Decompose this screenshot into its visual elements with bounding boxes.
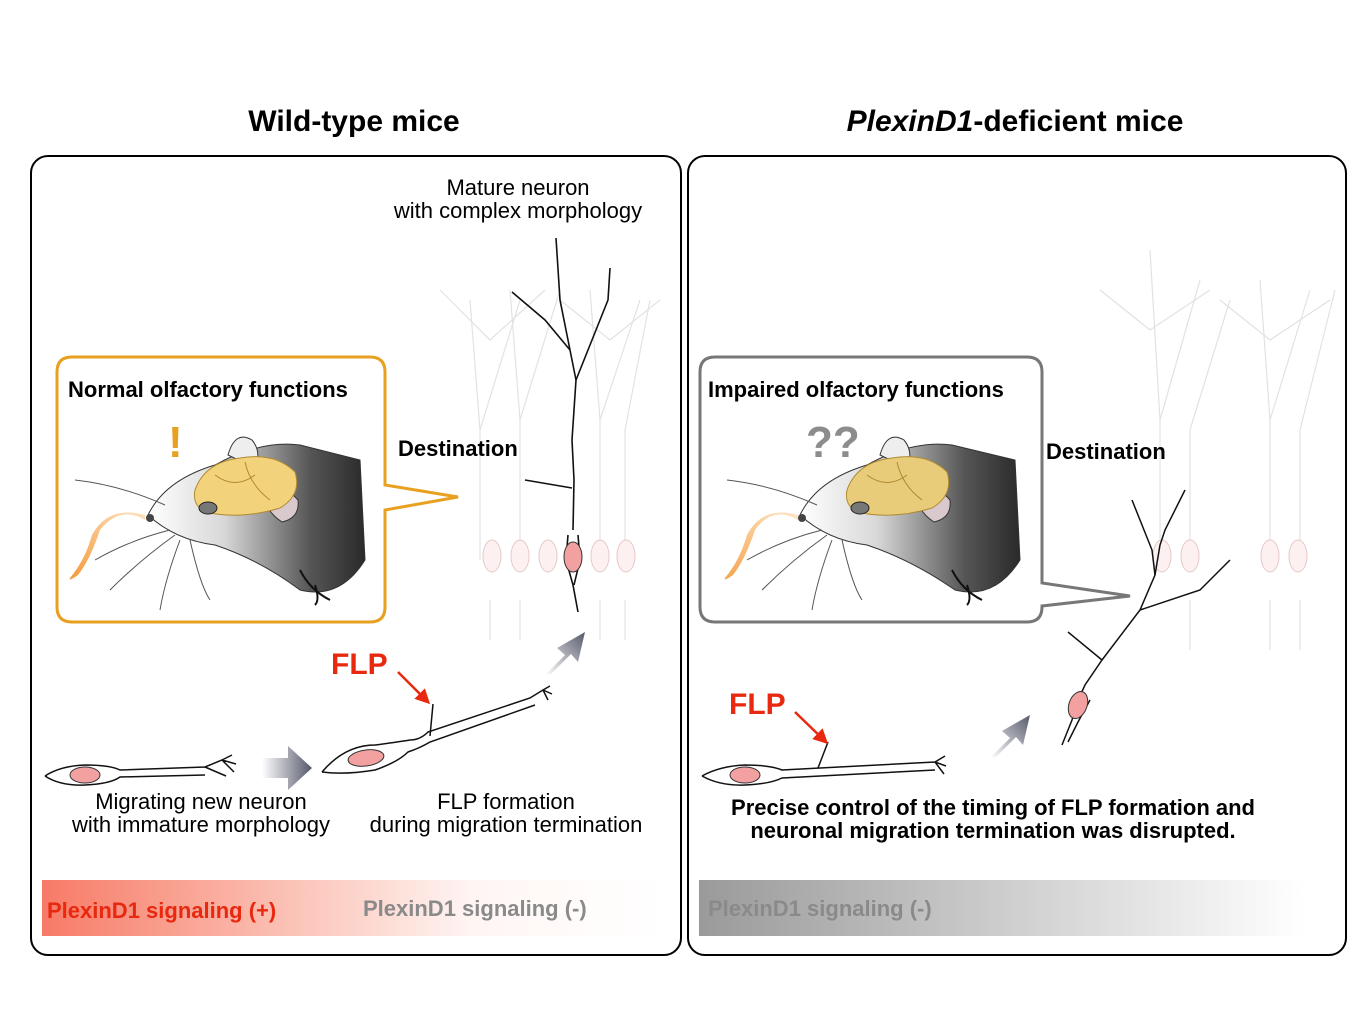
- right-panel-title: PlexinD1-deficient mice: [790, 105, 1240, 139]
- left-panel-title: Wild-type mice: [248, 105, 460, 138]
- flp-filopodium-left: [429, 703, 434, 737]
- right-panel-title-rest: -deficient mice: [973, 105, 1184, 138]
- signal-negative-label-left: PlexinD1 signaling (-): [363, 896, 587, 921]
- mature-neuron-label-line2: with complex morphology: [393, 198, 643, 223]
- migrating-neuron-label-line2: with immature morphology: [72, 812, 330, 837]
- scent-trail-left: [69, 512, 145, 580]
- flp-neuron-soma: [347, 749, 385, 767]
- flp-filopodium-right: [817, 741, 829, 769]
- mature-neuron-label-line1: Mature neuron: [446, 175, 590, 200]
- mature-neuron: [511, 237, 611, 613]
- deficient-migrating-soma: [729, 766, 761, 784]
- flp-label-right: FLP: [729, 688, 786, 721]
- flp-arrow-right: [794, 711, 829, 745]
- exclamation-mark: !: [168, 418, 183, 467]
- background-neuron-layer-right: [1099, 249, 1336, 650]
- background-neuron-layer-left: [439, 289, 661, 640]
- signal-negative-label-right: PlexinD1 signaling (-): [708, 896, 932, 921]
- flp-formation-label-line2: during migration termination: [369, 812, 643, 837]
- flp-label-left: FLP: [331, 648, 388, 681]
- disrupted-timing-label-line1: Precise control of the timing of FLP for…: [731, 795, 1255, 820]
- mouse-eye-right: [850, 501, 870, 515]
- left-signal-bar: [42, 880, 662, 936]
- gray-arrow-up-left: [545, 632, 585, 675]
- mouse-head-left: [74, 436, 366, 611]
- mature-neuron-label: Mature neuron with complex morphology: [378, 176, 658, 222]
- migrating-neuron-soma: [69, 766, 101, 784]
- disrupted-timing-label-line2: neuronal migration termination was disru…: [750, 818, 1236, 843]
- deficient-migrating-neuron: [701, 741, 947, 786]
- normal-function-title: Normal olfactory functions: [68, 377, 348, 402]
- flp-formation-label-line1: FLP formation: [437, 789, 575, 814]
- migrating-neuron-label: Migrating new neuron with immature morph…: [56, 790, 346, 836]
- right-signal-bar: [699, 880, 1304, 936]
- flp-arrow-left: [397, 671, 431, 705]
- gray-arrow-horizontal: [262, 746, 312, 790]
- destination-label-left: Destination: [398, 436, 518, 461]
- mouse-head-right: [726, 436, 1021, 611]
- flp-formation-label: FLP formation during migration terminati…: [356, 790, 656, 836]
- migrating-neuron: [44, 754, 237, 786]
- gray-arrow-up-right: [990, 715, 1030, 758]
- impaired-function-title: Impaired olfactory functions: [708, 377, 1004, 402]
- background-soma-left: [482, 539, 636, 573]
- disrupted-timing-label: Precise control of the timing of FLP for…: [700, 796, 1286, 842]
- background-soma-right: [1152, 539, 1308, 573]
- mouse-eye-left: [198, 501, 218, 515]
- deficient-neuron-soma: [1067, 690, 1089, 720]
- migrating-neuron-label-line1: Migrating new neuron: [95, 789, 307, 814]
- signal-positive-label: PlexinD1 signaling (+): [47, 898, 277, 923]
- mature-neuron-soma: [563, 541, 583, 573]
- scent-trail-right: [724, 512, 798, 580]
- destination-label-right: Destination: [1046, 439, 1166, 464]
- flp-formation-neuron: [321, 685, 553, 774]
- right-panel-title-gene: PlexinD1: [846, 105, 974, 138]
- question-marks: ??: [806, 418, 860, 467]
